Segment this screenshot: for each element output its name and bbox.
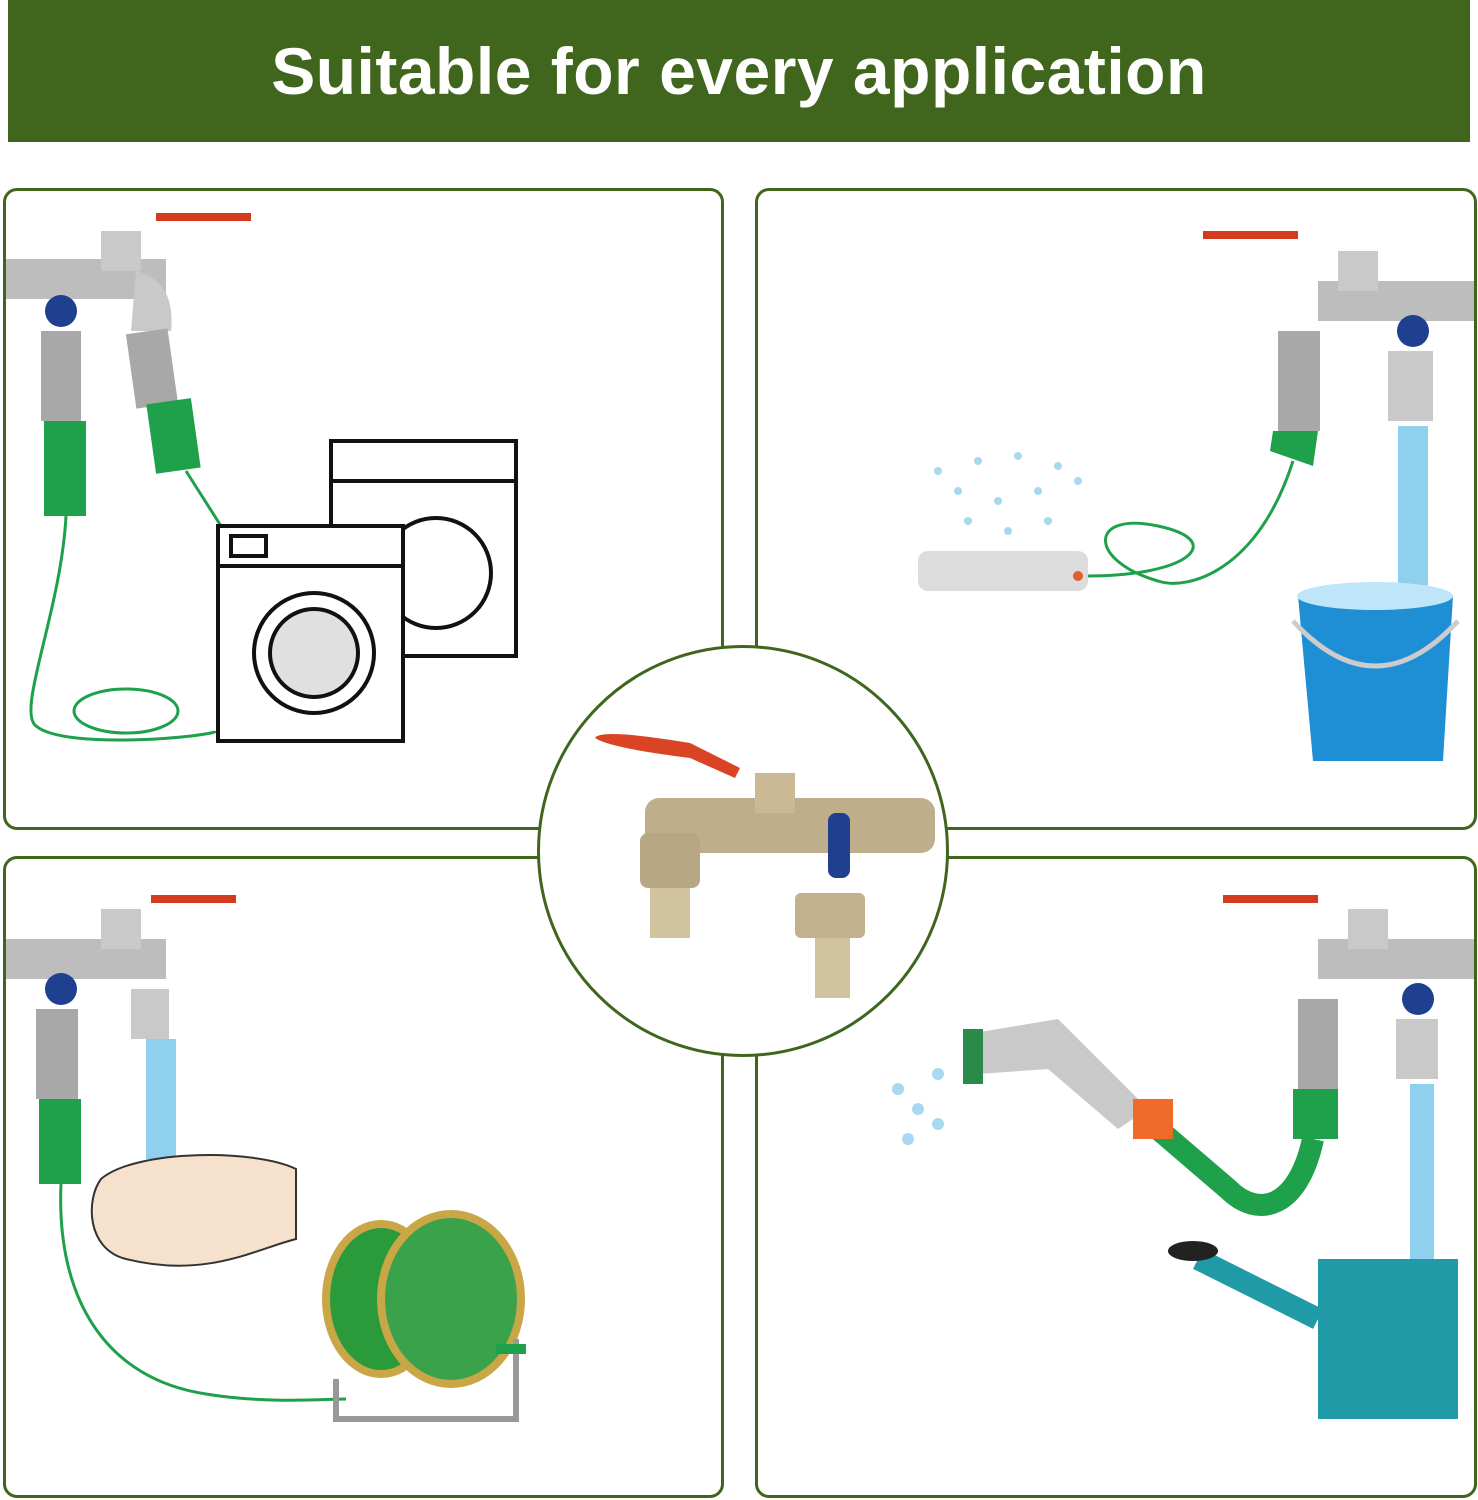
sprinkler-icon (918, 452, 1088, 591)
hands-icon (90, 1154, 297, 1267)
bucket-icon (1291, 582, 1460, 761)
panel-spraygun-can (755, 856, 1477, 1498)
double-tap-product-icon (595, 734, 935, 998)
hose-reel-icon (322, 1210, 526, 1422)
tap-icon (6, 895, 236, 1184)
spraygun-can-illustration (892, 895, 1474, 1419)
water-stream-icon (1398, 426, 1428, 601)
panel-sprinkler-bucket (755, 188, 1477, 830)
washing-machine-icon (216, 439, 518, 743)
sprinkler-bucket-illustration (918, 231, 1474, 761)
tap-icon (1203, 231, 1474, 466)
washing-machines-illustration (6, 213, 518, 743)
water-stream-icon (1410, 1084, 1434, 1269)
tap-icon (6, 213, 251, 516)
panel-handwash-reel (3, 856, 724, 1498)
product-image (537, 645, 949, 1057)
spray-gun-icon (892, 1019, 1173, 1145)
banner-title: Suitable for every application (271, 34, 1207, 108)
handwash-reel-illustration (6, 895, 526, 1422)
title-banner: Suitable for every application (8, 0, 1470, 142)
panel-washing-machines (3, 188, 724, 830)
tap-icon (1223, 895, 1474, 1139)
watering-can-icon (1168, 1241, 1458, 1419)
water-stream-icon (146, 1039, 176, 1159)
